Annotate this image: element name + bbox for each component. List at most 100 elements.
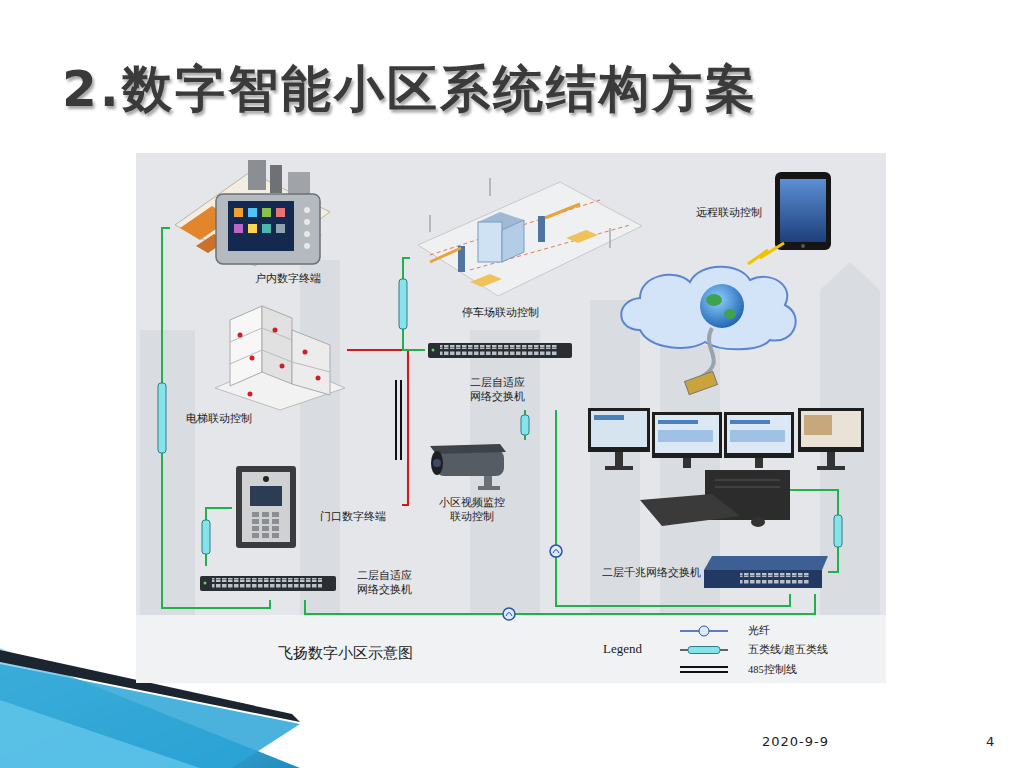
door-panel (252, 519, 259, 524)
building-model (292, 362, 330, 372)
door-panel (252, 526, 259, 531)
device-node: 远程联动控制 (690, 168, 838, 254)
tablet-remote (801, 244, 805, 248)
diagram-panel (136, 153, 886, 683)
cctv-camera (484, 476, 492, 486)
network-cable (305, 594, 815, 614)
slide-title: 2.数字智能小区系统结构方案 (62, 56, 758, 123)
workstation (730, 430, 785, 442)
legend-sample-group (680, 626, 728, 672)
device-node: 停车场联动控制 (410, 165, 645, 323)
network-switch (212, 584, 322, 588)
cat5-symbol (158, 383, 166, 453)
building-model (230, 350, 262, 364)
indoor-terminal (304, 231, 310, 237)
diagram-panel (140, 330, 195, 615)
legend-text: 五类线/超五类线 (748, 643, 828, 657)
gigabit-switch (740, 573, 810, 577)
home-floorplan (288, 172, 310, 194)
door-panel (272, 512, 279, 517)
diagram-panel (140, 260, 880, 615)
diagram-panel (820, 290, 880, 615)
device-label: 户内数字终端 (255, 272, 321, 286)
workstation (655, 415, 719, 453)
workstation (615, 452, 623, 466)
tablet-remote (775, 172, 831, 250)
workstation (588, 408, 864, 527)
internet-cloud (700, 328, 714, 378)
workstation (727, 415, 791, 453)
control-wire (347, 350, 408, 505)
indoor-terminal (228, 201, 294, 251)
rs485-line (400, 380, 402, 460)
parking-lot (545, 204, 580, 218)
door-panel (272, 533, 279, 538)
building-model (238, 333, 243, 338)
cat5-symbol (202, 520, 210, 554)
gigabit-switch (704, 556, 828, 570)
building-model (303, 350, 308, 355)
door-panel (272, 519, 279, 524)
device-node: 二层千兆网络交换机 (596, 552, 828, 594)
workstation (652, 412, 722, 458)
device-label: 停车场联动控制 (462, 306, 539, 320)
rs485-line (396, 380, 401, 460)
parking-lot (478, 222, 502, 262)
door-panel (262, 512, 269, 517)
device-label: 远程联动控制 (696, 206, 762, 220)
internet-cloud (621, 267, 795, 395)
home-floorplan (248, 160, 266, 190)
indoor-terminal (216, 194, 320, 264)
parking-lot (538, 216, 545, 242)
building-model (262, 350, 292, 362)
page-number: 4 (986, 734, 994, 749)
parking-lot (470, 274, 502, 287)
device-node: 电梯联动控制 (182, 298, 347, 433)
indoor-terminal (234, 224, 243, 233)
home-floorplan (270, 165, 282, 193)
cat5-symbol (521, 415, 529, 435)
parking-lot (490, 178, 491, 196)
workstation (591, 411, 647, 447)
cctv-camera (430, 444, 506, 490)
network-switch (200, 576, 336, 591)
workstation (724, 412, 794, 458)
building-model (262, 328, 292, 340)
parking-lot (502, 220, 524, 262)
workstation (751, 517, 765, 527)
legend-sample (680, 626, 728, 636)
cctv-camera (436, 450, 504, 476)
device-node: 户内数字终端 (170, 160, 335, 290)
cat5-symbol (158, 383, 166, 453)
door-panel (252, 533, 259, 538)
workstation (715, 480, 780, 481)
diagram-panel (136, 153, 886, 683)
cable-marker-group (158, 279, 562, 620)
device-node: 小区视频监控联动控制 (416, 440, 542, 530)
indoor-terminal (304, 219, 310, 225)
parking-lot (566, 230, 598, 243)
workstation (683, 458, 691, 468)
building-model (273, 328, 278, 333)
door-panel (262, 519, 269, 524)
legend-text: 485控制线 (748, 663, 797, 677)
gigabit-switch (704, 570, 822, 588)
cat5-symbol (688, 647, 720, 654)
workstation (801, 411, 861, 447)
cctv-camera (430, 444, 506, 454)
door-panel (262, 526, 269, 531)
gigabit-switch (740, 580, 810, 584)
connector-group (162, 228, 815, 614)
door-panel (252, 512, 259, 517)
network-switch (440, 345, 558, 349)
diagram-panel (136, 615, 886, 683)
cctv-camera (431, 451, 443, 475)
workstation (755, 458, 763, 468)
building-model (316, 376, 321, 381)
workstation (588, 408, 650, 452)
cat5-symbol (399, 279, 407, 329)
door-panel (236, 466, 296, 548)
indoor-terminal (216, 194, 320, 264)
network-switch (432, 349, 435, 352)
parking-lot (430, 215, 431, 232)
